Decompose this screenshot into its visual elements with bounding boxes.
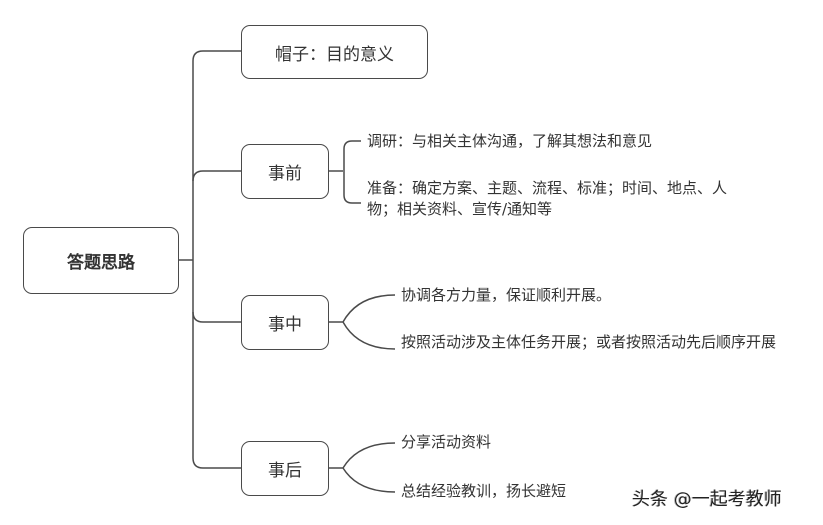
connector-during-children <box>329 294 396 350</box>
root-node-label: 答题思路 <box>67 253 135 273</box>
leaf-share: 分享活动资料 <box>401 433 492 451</box>
connector-during <box>192 311 241 323</box>
branch-node-label: 事中 <box>268 315 302 335</box>
branch-node-label: 事后 <box>268 461 302 481</box>
branch-node-hat[interactable]: 帽子：目的意义 <box>241 25 428 79</box>
branch-node-label: 事前 <box>268 164 302 184</box>
root-node[interactable]: 答题思路 <box>23 227 179 294</box>
bracket-before-arms <box>343 140 361 204</box>
leaf-coordinate: 协调各方力量，保证顺利开展。 <box>401 286 612 304</box>
leaf-prepare: 准备：确定方案、主题、流程、标准；时间、地点、人物；相关资料、宣传/通知等 <box>367 179 728 218</box>
leaf-execute: 按照活动涉及主体任务开展；或者按照活动先后顺序开展 <box>401 333 777 351</box>
leaf-research: 调研：与相关主体沟通，了解其想法和意见 <box>367 132 653 150</box>
branch-node-during[interactable]: 事中 <box>241 295 329 350</box>
branch-node-before[interactable]: 事前 <box>241 144 329 199</box>
connector-trunk <box>192 50 241 469</box>
leaf-summarize: 总结经验教训，扬长避短 <box>401 482 567 500</box>
branch-node-after[interactable]: 事后 <box>241 441 329 496</box>
connector-after-children <box>329 442 396 493</box>
watermark: 头条 @一起考教师 <box>632 489 782 510</box>
branch-node-label: 帽子：目的意义 <box>275 44 394 65</box>
connector-before <box>192 170 241 182</box>
